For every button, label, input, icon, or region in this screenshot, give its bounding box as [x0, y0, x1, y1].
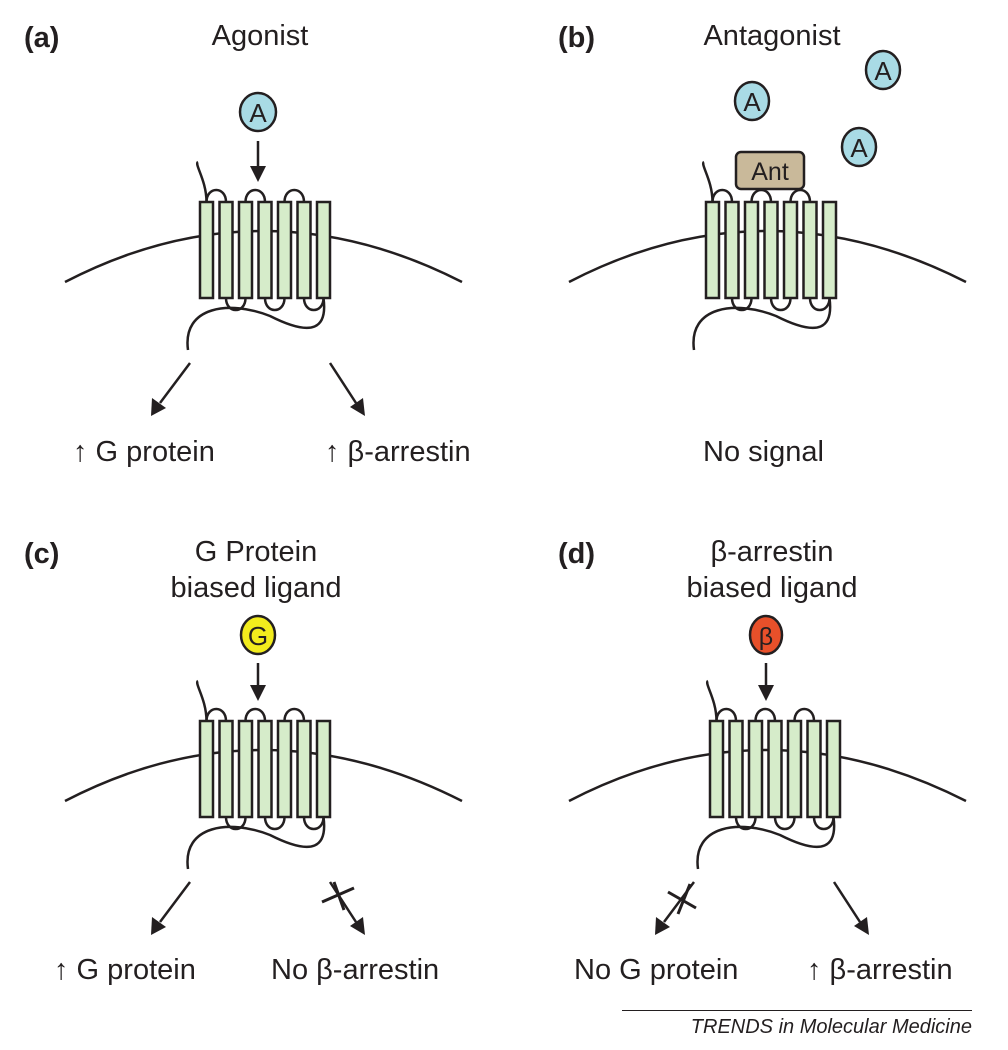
transmembrane-helix: [276, 719, 293, 819]
svg-text:A: A: [874, 56, 892, 86]
panel-title-agonist: Agonist: [211, 20, 309, 52]
panel-g-protein-biased: G (c) G Protein biased ligand ↑ G protei…: [0, 510, 504, 1020]
transmembrane-helix: [821, 200, 838, 300]
transmembrane-helix: [806, 719, 822, 819]
outcome-arrestin-up: ↑ β-arrestin: [807, 954, 953, 986]
svg-text:A: A: [850, 133, 868, 163]
journal-credit: TRENDS in Molecular Medicine: [690, 1016, 972, 1038]
transmembrane-helix: [767, 719, 783, 819]
g-biased-diagram: G: [64, 614, 463, 935]
outcome-arrestin-up: ↑ β-arrestin: [325, 436, 471, 468]
transmembrane-helix: [724, 200, 740, 300]
outcome-g-protein-up: ↑ G protein: [73, 436, 215, 468]
panel-title-arrestin-biased-line1: β-arrestin: [710, 536, 834, 568]
panel-title-g-biased-line1: G Protein: [194, 536, 318, 568]
outcome-no-arrestin: No β-arrestin: [271, 954, 440, 986]
antagonist-block: Ant: [734, 150, 806, 191]
transmembrane-helix: [782, 200, 799, 300]
transmembrane-helix: [257, 719, 273, 819]
agonist-ligand-3: A: [840, 126, 878, 168]
arrestin-arrow: [832, 881, 869, 935]
transmembrane-helix: [786, 719, 803, 819]
agonist-ligand-1: A: [733, 80, 771, 122]
credit-rule: [622, 1010, 972, 1011]
g-ligand-symbol: G: [248, 621, 268, 651]
panel-antagonist: Ant A A A (b) Antagonist No signal: [504, 0, 1008, 510]
transmembrane-helix: [802, 200, 818, 300]
transmembrane-helix: [296, 719, 312, 819]
antagonist-diagram: Ant A A A: [568, 49, 967, 351]
transmembrane-helix: [728, 719, 744, 819]
panel-letter-a: (a): [24, 22, 60, 54]
gpcr-receptor: [186, 160, 332, 351]
arrestin-biased-diagram: β: [568, 614, 967, 935]
transmembrane-helix: [825, 719, 842, 819]
cell-membrane: [568, 748, 967, 803]
outcome-g-protein-up: ↑ G protein: [54, 954, 196, 986]
transmembrane-helix: [198, 200, 215, 300]
transmembrane-helix: [743, 200, 760, 300]
svg-text:A: A: [743, 87, 761, 117]
arrestin-arrow: [328, 362, 365, 416]
transmembrane-helix: [257, 200, 273, 300]
panel-arrestin-biased: β (d) β-arrestin biased ligand No G prot…: [504, 510, 1008, 1020]
arrestin-ligand-symbol: β: [759, 623, 773, 651]
transmembrane-helix: [276, 200, 293, 300]
transmembrane-helix: [198, 719, 215, 819]
panel-letter-b: (b): [558, 22, 596, 54]
panel-letter-c: (c): [24, 538, 60, 570]
g-protein-arrow: [151, 362, 191, 416]
transmembrane-helix: [763, 200, 779, 300]
agonist-symbol: A: [249, 98, 267, 128]
arrestin-biased-ligand: β: [748, 614, 784, 656]
outcome-no-signal: No signal: [703, 436, 824, 468]
transmembrane-helix: [747, 719, 764, 819]
antagonist-label: Ant: [751, 158, 789, 186]
transmembrane-helix: [708, 719, 725, 819]
g-protein-arrow: [151, 881, 191, 935]
blocked-arrestin-arrow: [321, 881, 365, 935]
panel-title-arrestin-biased-line2: biased ligand: [686, 572, 858, 604]
blocked-g-protein-arrow: [655, 881, 697, 935]
transmembrane-helix: [296, 200, 312, 300]
agonist-diagram: A: [64, 91, 463, 416]
g-biased-ligand: G: [239, 614, 277, 656]
transmembrane-helix: [315, 200, 332, 300]
gpcr-receptor: [696, 679, 842, 870]
binding-arrow: [250, 141, 266, 182]
panel-title-antagonist: Antagonist: [703, 20, 841, 52]
gpcr-receptor: [186, 679, 332, 870]
panel-agonist: A (a) Agonist ↑ G protein ↑ β-arrestin: [0, 0, 504, 510]
outcome-no-g-protein: No G protein: [574, 954, 739, 986]
transmembrane-helix: [704, 200, 721, 300]
binding-arrow: [250, 663, 266, 701]
transmembrane-helix: [237, 200, 254, 300]
panel-title-g-biased-line2: biased ligand: [170, 572, 342, 604]
gpcr-receptor: [692, 160, 838, 351]
agonist-ligand-2: A: [864, 49, 902, 91]
binding-arrow: [758, 663, 774, 701]
agonist-ligand: A: [238, 91, 278, 133]
transmembrane-helix: [218, 200, 234, 300]
transmembrane-helix: [218, 719, 234, 819]
transmembrane-helix: [237, 719, 254, 819]
transmembrane-helix: [315, 719, 332, 819]
panel-letter-d: (d): [558, 538, 596, 570]
